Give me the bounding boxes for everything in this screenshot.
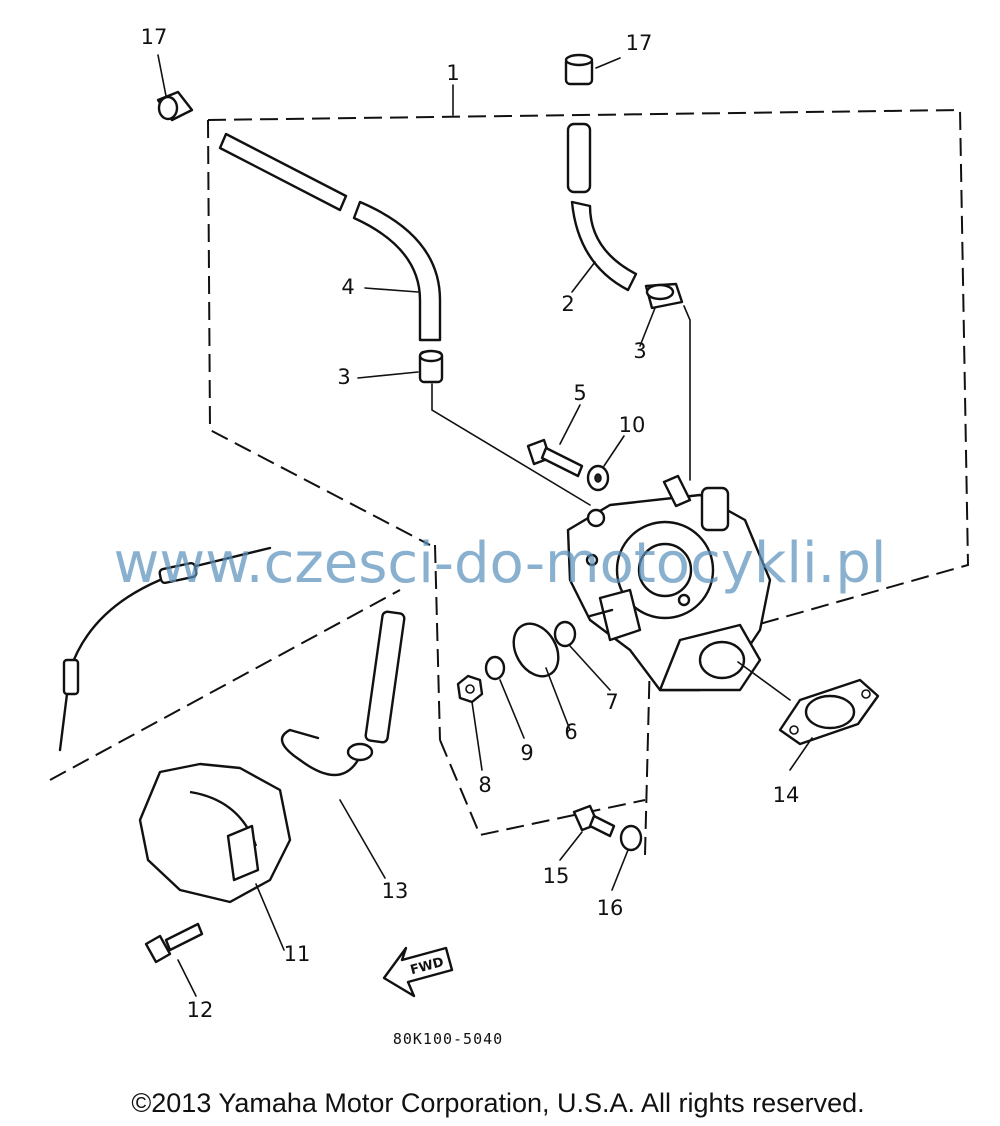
callout-5: 5 xyxy=(573,381,586,405)
drawing-code: 80K100-5040 xyxy=(393,1030,503,1048)
bolt-5 xyxy=(526,404,584,478)
callout-12: 12 xyxy=(187,998,214,1022)
forward-arrow-icon xyxy=(382,946,454,998)
cap-17-right xyxy=(564,53,621,86)
washer-16 xyxy=(611,824,643,891)
callout-11: 11 xyxy=(284,942,311,966)
assembly-boundary xyxy=(49,84,970,856)
callout-2: 2 xyxy=(561,292,574,316)
callout-17-right: 17 xyxy=(626,31,653,55)
hose-4 xyxy=(218,132,442,342)
callout-4: 4 xyxy=(341,275,354,299)
callout-labels: 1 2 3 3 4 5 6 7 8 9 10 11 12 13 14 15 16… xyxy=(141,25,800,1022)
callout-15: 15 xyxy=(543,864,570,888)
callout-7: 7 xyxy=(605,690,618,714)
copyright-notice: ©2013 Yamaha Motor Corporation, U.S.A. A… xyxy=(131,1088,864,1118)
washer-9 xyxy=(484,655,525,739)
callout-17-left: 17 xyxy=(141,25,168,49)
washer-10 xyxy=(586,435,625,492)
plate-6 xyxy=(512,622,571,731)
watermark: www.czesci-do-motocykli.pl xyxy=(114,531,887,596)
callout-3-right: 3 xyxy=(633,339,646,363)
callout-1: 1 xyxy=(446,61,459,85)
gasket-14 xyxy=(737,661,880,771)
oil-pump-body xyxy=(566,474,772,692)
bolt-12 xyxy=(144,922,204,997)
callout-3-left: 3 xyxy=(337,365,350,389)
callout-10: 10 xyxy=(619,413,646,437)
callout-8: 8 xyxy=(478,773,491,797)
callout-14: 14 xyxy=(773,783,800,807)
washer-7 xyxy=(553,620,611,691)
bolt-15 xyxy=(559,804,616,861)
callout-6: 6 xyxy=(564,720,577,744)
cover-11 xyxy=(138,762,292,951)
callout-9: 9 xyxy=(520,741,533,765)
callout-13: 13 xyxy=(382,879,409,903)
nut-8 xyxy=(456,674,484,771)
cable-13 xyxy=(280,610,406,879)
hose-2 xyxy=(566,122,638,293)
clamp-3-right xyxy=(639,282,691,481)
cable-left xyxy=(58,546,272,752)
clamp-3-left xyxy=(357,349,591,506)
cap-17-left xyxy=(156,54,194,122)
callout-16: 16 xyxy=(597,896,624,920)
